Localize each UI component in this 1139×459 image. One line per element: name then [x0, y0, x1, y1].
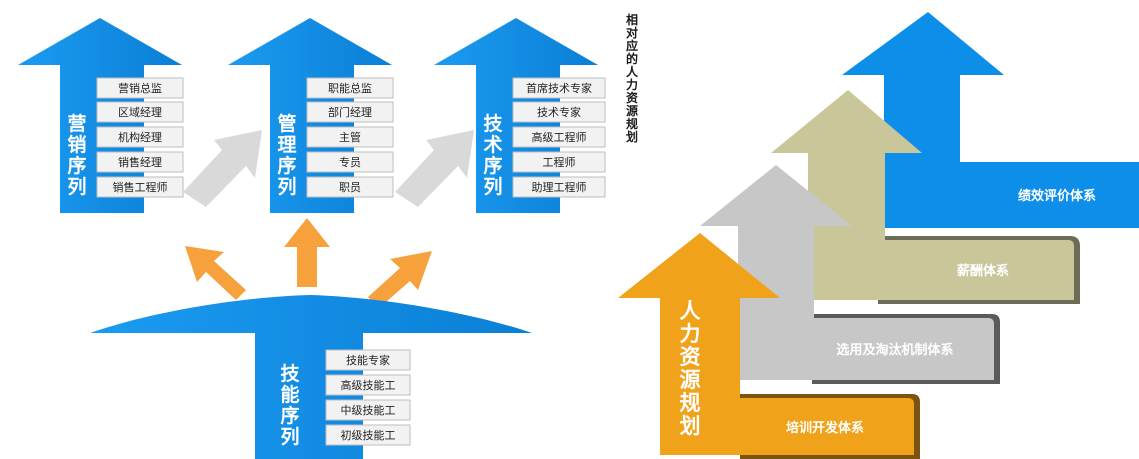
item-box	[325, 424, 411, 446]
item-label: 助理工程师	[532, 180, 587, 194]
sequence-label: 管理序列	[277, 112, 296, 198]
sequence-label: 技能序列	[280, 362, 300, 448]
item-box	[96, 151, 184, 173]
step-label: 培训开发体系	[786, 420, 864, 436]
item-label: 销售经理	[118, 155, 162, 169]
orange-arrow-left	[185, 246, 246, 300]
item-box	[512, 176, 606, 198]
step-label: 绩效评价体系	[1018, 188, 1096, 204]
item-label: 销售工程师	[113, 180, 168, 194]
item-box	[96, 101, 184, 123]
item-label: 工程师	[543, 156, 576, 169]
step-training: 培训开发体系 人力资源规划	[618, 233, 920, 459]
item-box	[306, 176, 394, 198]
item-box	[325, 349, 411, 371]
orange-arrow-up	[284, 218, 330, 287]
item-label: 初级技能工	[341, 428, 396, 442]
item-box	[96, 77, 184, 99]
sequence-label: 技术序列	[483, 112, 503, 198]
step-compensation: 薪酬体系	[771, 90, 1080, 304]
item-box	[96, 126, 184, 148]
item-label: 技能专家	[346, 353, 390, 367]
step-arrow	[618, 233, 914, 455]
sequence-technical: 技术序列 首席技术专家 技术专家 高级工程师 工程师 助理工程师	[434, 18, 606, 213]
item-box	[306, 77, 394, 99]
grey-arrow-2	[395, 130, 474, 207]
item-box	[325, 374, 411, 396]
item-label: 高级技能工	[341, 378, 396, 392]
step-arrow	[700, 165, 994, 380]
item-label: 专员	[339, 155, 361, 169]
main-label: 人力资源规划	[680, 299, 701, 438]
item-label: 区域经理	[118, 106, 162, 119]
base-arrow	[90, 295, 532, 459]
step-arrow	[842, 12, 1139, 228]
sequence-items: 职能总监 部门经理 主管 专员 职员	[306, 77, 394, 198]
item-box	[306, 126, 394, 148]
sequence-items: 首席技术专家 技术专家 高级工程师 工程师 助理工程师	[512, 77, 606, 198]
left-career-diagram: 营销序列 营销总监 区域经理 机构经理 销售经理 销售工程师 管理序列 职能总监	[18, 12, 639, 459]
sequence-items: 营销总监 区域经理 机构经理 销售经理 销售工程师	[96, 77, 184, 198]
sequence-items: 技能专家 高级技能工 中级技能工 初级技能工	[325, 349, 411, 446]
item-label: 机构经理	[118, 130, 162, 144]
item-box	[306, 151, 394, 173]
item-box	[512, 151, 606, 173]
sequence-marketing: 营销序列 营销总监 区域经理 机构经理 销售经理 销售工程师	[18, 18, 184, 213]
item-box	[96, 176, 184, 198]
item-label: 高级工程师	[532, 130, 587, 144]
step-performance: 绩效评价体系	[842, 12, 1139, 228]
item-label: 职能总监	[328, 81, 372, 95]
step-label: 选用及淘汰机制体系	[836, 342, 953, 358]
item-label: 主管	[339, 130, 361, 144]
item-label: 部门经理	[328, 105, 372, 119]
grey-arrow-1	[183, 130, 262, 207]
sequence-label: 营销序列	[67, 112, 86, 198]
item-label: 技术专家	[537, 105, 581, 119]
step-label: 薪酬体系	[957, 263, 1009, 279]
item-box	[306, 101, 394, 123]
right-hr-system-diagram: 绩效评价体系 薪酬体系 选用及淘汰机制体系 培训开发体系 人力资源规划	[618, 12, 1139, 459]
item-box	[512, 101, 606, 123]
item-box	[512, 126, 606, 148]
item-label: 职员	[339, 181, 361, 194]
item-box	[325, 399, 411, 421]
sequence-skill: 技能序列 技能专家 高级技能工 中级技能工 初级技能工	[90, 295, 532, 459]
item-label: 首席技术专家	[526, 81, 592, 95]
orange-arrow-right	[368, 251, 432, 309]
sequence-management: 管理序列 职能总监 部门经理 主管 专员 职员	[228, 18, 394, 213]
item-label: 中级技能工	[341, 403, 396, 417]
item-label: 营销总监	[118, 81, 162, 95]
side-title: 相对应的人力资源规划	[626, 12, 639, 144]
step-arrow	[771, 90, 1074, 300]
item-box	[512, 77, 606, 99]
step-selection: 选用及淘汰机制体系	[700, 165, 1000, 384]
